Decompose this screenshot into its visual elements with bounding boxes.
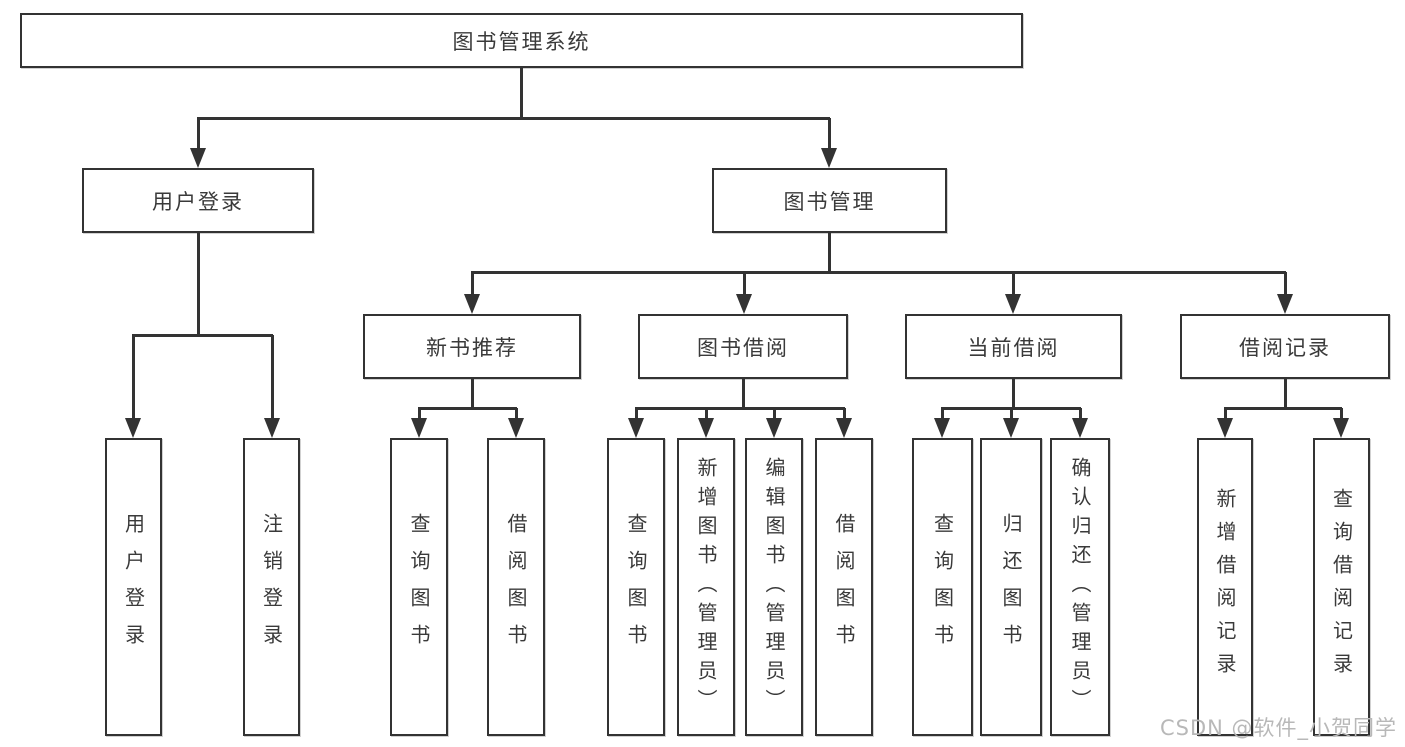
leaf-query-books-borrowing: 查询图书: [607, 438, 665, 736]
leaf-label: 新增图书（管理员）: [694, 456, 718, 718]
node-library-management-system: 图书管理系统: [20, 13, 1023, 68]
arrowhead-down-icon: [411, 418, 427, 438]
connector-line-vertical: [742, 379, 745, 410]
node-current-borrowing: 当前借阅: [905, 314, 1122, 379]
connector-line-vertical: [132, 335, 135, 420]
arrowhead-down-icon: [766, 418, 782, 438]
leaf-label: 归还图书: [999, 513, 1023, 661]
arrowhead-down-icon: [698, 418, 714, 438]
arrowhead-down-icon: [836, 418, 852, 438]
connector-line-vertical: [418, 408, 421, 420]
leaf-label: 新增借阅记录: [1213, 488, 1237, 686]
leaf-label: 确认归还（管理员）: [1068, 456, 1092, 718]
connector-line-horizontal: [197, 117, 830, 120]
node-book-management: 图书管理: [712, 168, 947, 233]
leaf-label: 注销登录: [259, 513, 284, 661]
node-label: 图书管理: [783, 189, 876, 214]
node-label: 图书借阅: [697, 335, 789, 360]
connector-line-vertical: [1284, 379, 1287, 410]
leaf-label: 查询图书: [930, 513, 955, 661]
arrowhead-down-icon: [125, 418, 141, 438]
connector-line-vertical: [197, 118, 200, 150]
leaf-borrow-books-recommend: 借阅图书: [487, 438, 545, 736]
node-new-book-recommend: 新书推荐: [363, 314, 581, 379]
connector-line-vertical: [941, 408, 944, 420]
arrowhead-down-icon: [508, 418, 524, 438]
arrowhead-down-icon: [464, 294, 480, 314]
connector-line-vertical: [471, 272, 474, 298]
leaf-label: 用户登录: [121, 513, 146, 661]
connector-line-vertical: [743, 272, 746, 298]
leaf-edit-book-admin: 编辑图书（管理员）: [745, 438, 803, 736]
arrowhead-down-icon: [821, 148, 837, 168]
leaf-label: 查询图书: [624, 513, 648, 661]
csdn-watermark: CSDN @软件_小贺同学: [1160, 716, 1398, 740]
connector-line-horizontal: [635, 407, 845, 410]
arrowhead-down-icon: [1217, 418, 1233, 438]
arrowhead-down-icon: [1333, 418, 1349, 438]
connector-line-vertical: [1340, 408, 1343, 420]
connector-line-horizontal: [1224, 407, 1342, 410]
arrowhead-down-icon: [1003, 418, 1019, 438]
leaf-query-borrow-record: 查询借阅记录: [1313, 438, 1370, 736]
leaf-return-books: 归还图书: [980, 438, 1042, 736]
leaf-user-login: 用户登录: [105, 438, 162, 736]
arrowhead-down-icon: [1005, 294, 1021, 314]
connector-line-vertical: [828, 118, 831, 150]
connector-line-vertical: [1224, 408, 1227, 420]
leaf-label: 查询图书: [407, 513, 431, 661]
arrowhead-down-icon: [264, 418, 280, 438]
connector-line-vertical: [828, 233, 831, 274]
node-label: 新书推荐: [426, 335, 518, 360]
connector-line-vertical: [773, 408, 776, 420]
connector-line-vertical: [520, 68, 523, 120]
node-user-login: 用户登录: [82, 168, 314, 233]
leaf-logout: 注销登录: [243, 438, 300, 736]
node-book-borrowing: 图书借阅: [638, 314, 848, 379]
connector-line-vertical: [1010, 408, 1013, 420]
connector-line-vertical: [197, 233, 200, 337]
leaf-label: 查询借阅记录: [1329, 488, 1354, 686]
connector-line-vertical: [635, 408, 638, 420]
connector-line-vertical: [471, 379, 474, 410]
connector-line-horizontal: [132, 334, 273, 337]
connector-line-horizontal: [418, 407, 517, 410]
node-label: 用户登录: [152, 189, 244, 214]
leaf-label: 借阅图书: [504, 513, 528, 661]
connector-line-vertical: [1079, 408, 1082, 420]
arrowhead-down-icon: [628, 418, 644, 438]
node-label: 当前借阅: [967, 335, 1060, 360]
arrowhead-down-icon: [736, 294, 752, 314]
leaf-borrow-books: 借阅图书: [815, 438, 873, 736]
connector-line-vertical: [271, 335, 274, 420]
arrowhead-down-icon: [190, 148, 206, 168]
node-borrowing-records: 借阅记录: [1180, 314, 1390, 379]
leaf-label: 借阅图书: [832, 513, 856, 661]
connector-line-horizontal: [471, 271, 1286, 274]
node-label: 图书管理系统: [452, 29, 591, 54]
connector-line-vertical: [1012, 272, 1015, 298]
arrowhead-down-icon: [1072, 418, 1088, 438]
connector-line-vertical: [515, 408, 518, 420]
leaf-query-books-recommend: 查询图书: [390, 438, 448, 736]
leaf-confirm-return-admin: 确认归还（管理员）: [1050, 438, 1110, 736]
arrowhead-down-icon: [1277, 294, 1293, 314]
leaf-add-book-admin: 新增图书（管理员）: [677, 438, 735, 736]
node-label: 借阅记录: [1239, 335, 1331, 360]
connector-line-vertical: [1012, 379, 1015, 410]
leaf-label: 编辑图书（管理员）: [762, 456, 786, 718]
connector-line-vertical: [843, 408, 846, 420]
leaf-query-books-current: 查询图书: [912, 438, 973, 736]
arrowhead-down-icon: [934, 418, 950, 438]
connector-line-vertical: [1284, 272, 1287, 298]
connector-line-vertical: [705, 408, 708, 420]
leaf-add-borrow-record: 新增借阅记录: [1197, 438, 1253, 736]
